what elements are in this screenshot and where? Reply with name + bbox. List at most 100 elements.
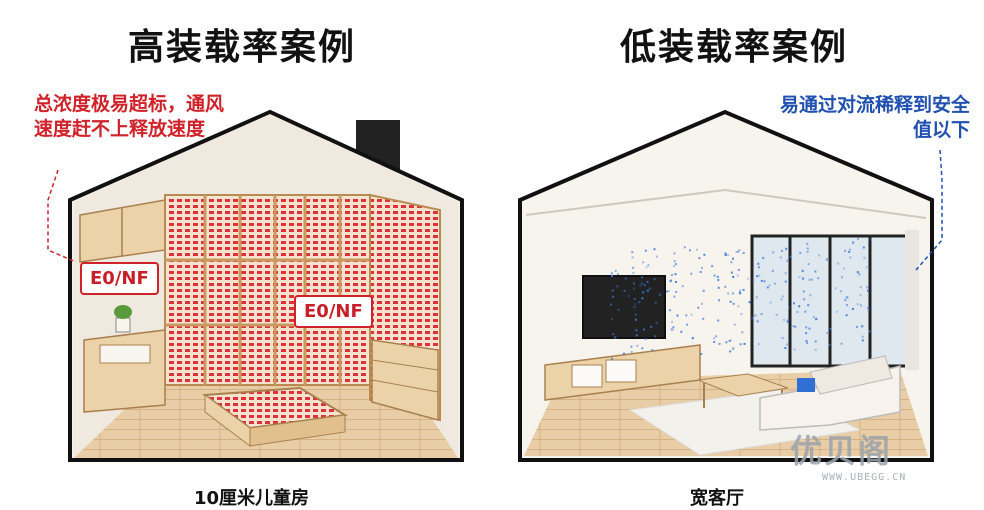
- particle: [697, 306, 700, 309]
- particle: [650, 325, 653, 328]
- particle: [798, 275, 801, 278]
- particle: [668, 309, 671, 312]
- particle: [779, 256, 782, 259]
- particle: [739, 343, 742, 346]
- particle: [646, 280, 649, 283]
- particle: [863, 256, 866, 259]
- particle: [633, 306, 636, 308]
- particle: [786, 343, 788, 346]
- particle: [846, 304, 848, 307]
- particle: [845, 314, 848, 317]
- particle: [802, 277, 805, 280]
- particle: [713, 341, 716, 343]
- particle: [825, 258, 828, 261]
- particle: [732, 276, 735, 278]
- particle: [787, 318, 790, 321]
- particle: [634, 303, 637, 306]
- particle: [741, 331, 744, 334]
- particle: [675, 291, 678, 293]
- right-caption: 宽客厅: [690, 488, 744, 509]
- particle: [641, 347, 644, 350]
- particle: [798, 305, 801, 308]
- particle: [644, 249, 647, 252]
- particle: [773, 282, 776, 285]
- left-caption: 10厘米儿童房: [194, 488, 310, 509]
- particle: [839, 290, 842, 293]
- watermark-url: WWW.UBEGG.CN: [822, 472, 907, 483]
- particle: [807, 263, 810, 266]
- particle: [814, 340, 817, 343]
- particle: [725, 341, 728, 344]
- particle: [673, 252, 676, 255]
- particle: [737, 305, 740, 308]
- particle: [826, 332, 828, 334]
- particle: [806, 242, 809, 245]
- particle: [837, 262, 840, 265]
- particle: [785, 247, 788, 250]
- particle: [862, 246, 865, 249]
- particle: [611, 318, 613, 321]
- particle: [751, 317, 754, 320]
- particle: [614, 336, 617, 339]
- particle: [829, 327, 832, 330]
- particle: [711, 265, 714, 268]
- particle: [632, 272, 635, 274]
- particle: [867, 289, 869, 292]
- particle: [856, 303, 859, 306]
- particle: [867, 309, 870, 312]
- particle: [858, 273, 861, 276]
- particle: [869, 238, 872, 241]
- particle: [817, 277, 820, 280]
- particle: [748, 301, 751, 304]
- particle: [844, 299, 847, 302]
- particle: [849, 256, 852, 259]
- particle: [794, 325, 797, 328]
- particle: [610, 275, 613, 277]
- particle: [634, 318, 637, 321]
- particle: [616, 285, 619, 288]
- particle: [700, 353, 703, 355]
- particle: [843, 267, 845, 270]
- particle: [752, 279, 755, 282]
- particle: [781, 295, 784, 298]
- left-leader-line: [47, 169, 77, 263]
- particle: [772, 251, 775, 254]
- particle: [623, 289, 626, 292]
- particle: [674, 263, 677, 266]
- particle: [867, 307, 870, 309]
- particle: [865, 266, 868, 269]
- particle: [762, 256, 765, 259]
- right-house: [518, 109, 943, 462]
- particle: [623, 352, 625, 355]
- particle: [686, 323, 688, 326]
- particle: [631, 251, 634, 254]
- particle: [630, 345, 633, 348]
- particle: [781, 337, 784, 340]
- particle: [639, 284, 642, 287]
- particle: [647, 264, 650, 267]
- particle: [713, 274, 716, 277]
- particle: [611, 289, 614, 292]
- particle: [702, 317, 705, 320]
- particle: [627, 295, 630, 298]
- particle: [799, 251, 802, 254]
- right-title: 低装载率案例: [620, 27, 849, 68]
- particle: [737, 250, 739, 253]
- particle: [674, 273, 677, 276]
- particle: [846, 296, 849, 299]
- particle: [866, 286, 869, 289]
- particle: [780, 249, 783, 252]
- particle: [729, 339, 732, 342]
- particle: [610, 303, 612, 306]
- particle: [786, 320, 789, 323]
- particle: [806, 250, 809, 253]
- particle: [714, 335, 717, 338]
- particle: [796, 311, 799, 313]
- particle: [672, 326, 675, 329]
- particle: [810, 278, 813, 281]
- right-annotation: 易通过对流稀释到安全值以下: [779, 94, 970, 141]
- particle: [728, 340, 731, 342]
- particle: [644, 338, 647, 341]
- particle: [739, 289, 742, 292]
- particle: [742, 288, 745, 291]
